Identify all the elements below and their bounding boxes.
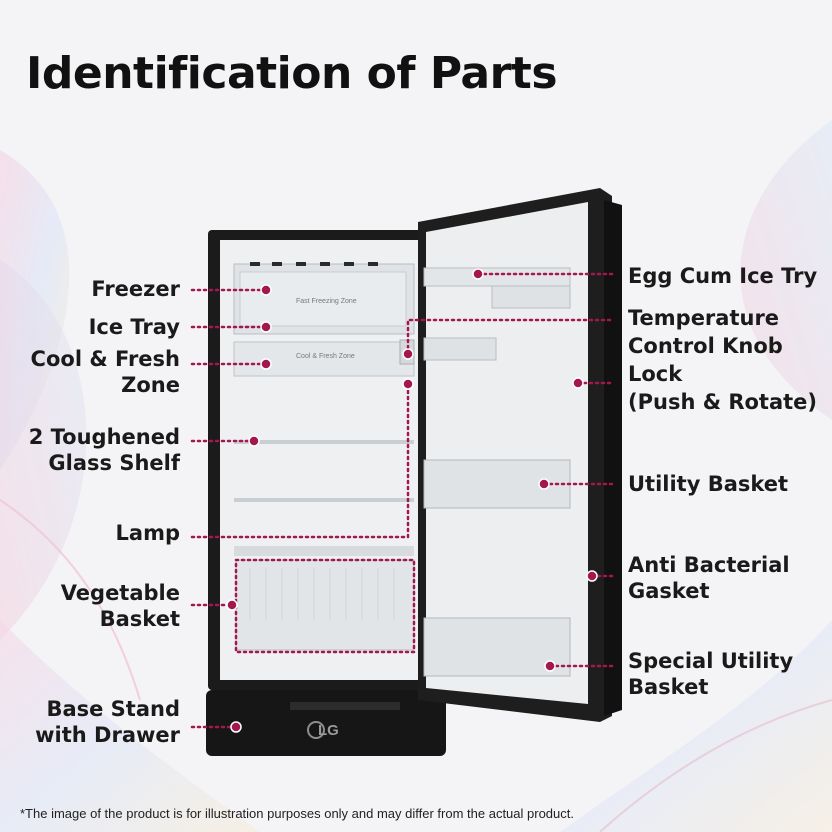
label-freezer: Freezer xyxy=(91,277,180,301)
page-title: Identification of Parts xyxy=(26,48,558,99)
label-glass-shelf: 2 Toughened Glass Shelf xyxy=(28,425,180,475)
label-lamp: Lamp xyxy=(115,521,180,545)
egg-ice-tray xyxy=(423,267,571,287)
label-special-utility-basket: Special Utility Basket xyxy=(628,649,794,699)
freezer-zone-text: Fast Freezing Zone xyxy=(296,298,357,305)
temperature-knob-part xyxy=(399,339,415,365)
crisper-cover xyxy=(234,546,414,556)
label-egg-cum-ice-try: Egg Cum Ice Try xyxy=(628,264,818,288)
label-base-stand: Base Stand with Drawer xyxy=(35,697,180,747)
label-ice-tray: Ice Tray xyxy=(88,315,180,339)
glass-shelf-1 xyxy=(234,440,414,444)
label-vegetable-basket: Vegetable Basket xyxy=(60,581,180,631)
utility-basket-bin xyxy=(423,459,571,509)
lg-logo: LG xyxy=(318,722,339,739)
glass-shelf-2 xyxy=(234,498,414,502)
label-anti-bacterial-gasket: Anti Bacterial Gasket xyxy=(628,553,790,603)
label-temperature-knob: Temperature Control Knob Lock (Push & Ro… xyxy=(628,306,818,414)
vegetable-drawer xyxy=(235,559,415,651)
special-utility-basket-bin xyxy=(423,617,571,677)
footnote: *The image of the product is for illustr… xyxy=(20,806,574,821)
label-cool-fresh-zone: Cool & Fresh Zone xyxy=(30,347,180,397)
label-utility-basket: Utility Basket xyxy=(628,472,789,496)
cool-zone-text: Cool & Fresh Zone xyxy=(296,353,355,360)
